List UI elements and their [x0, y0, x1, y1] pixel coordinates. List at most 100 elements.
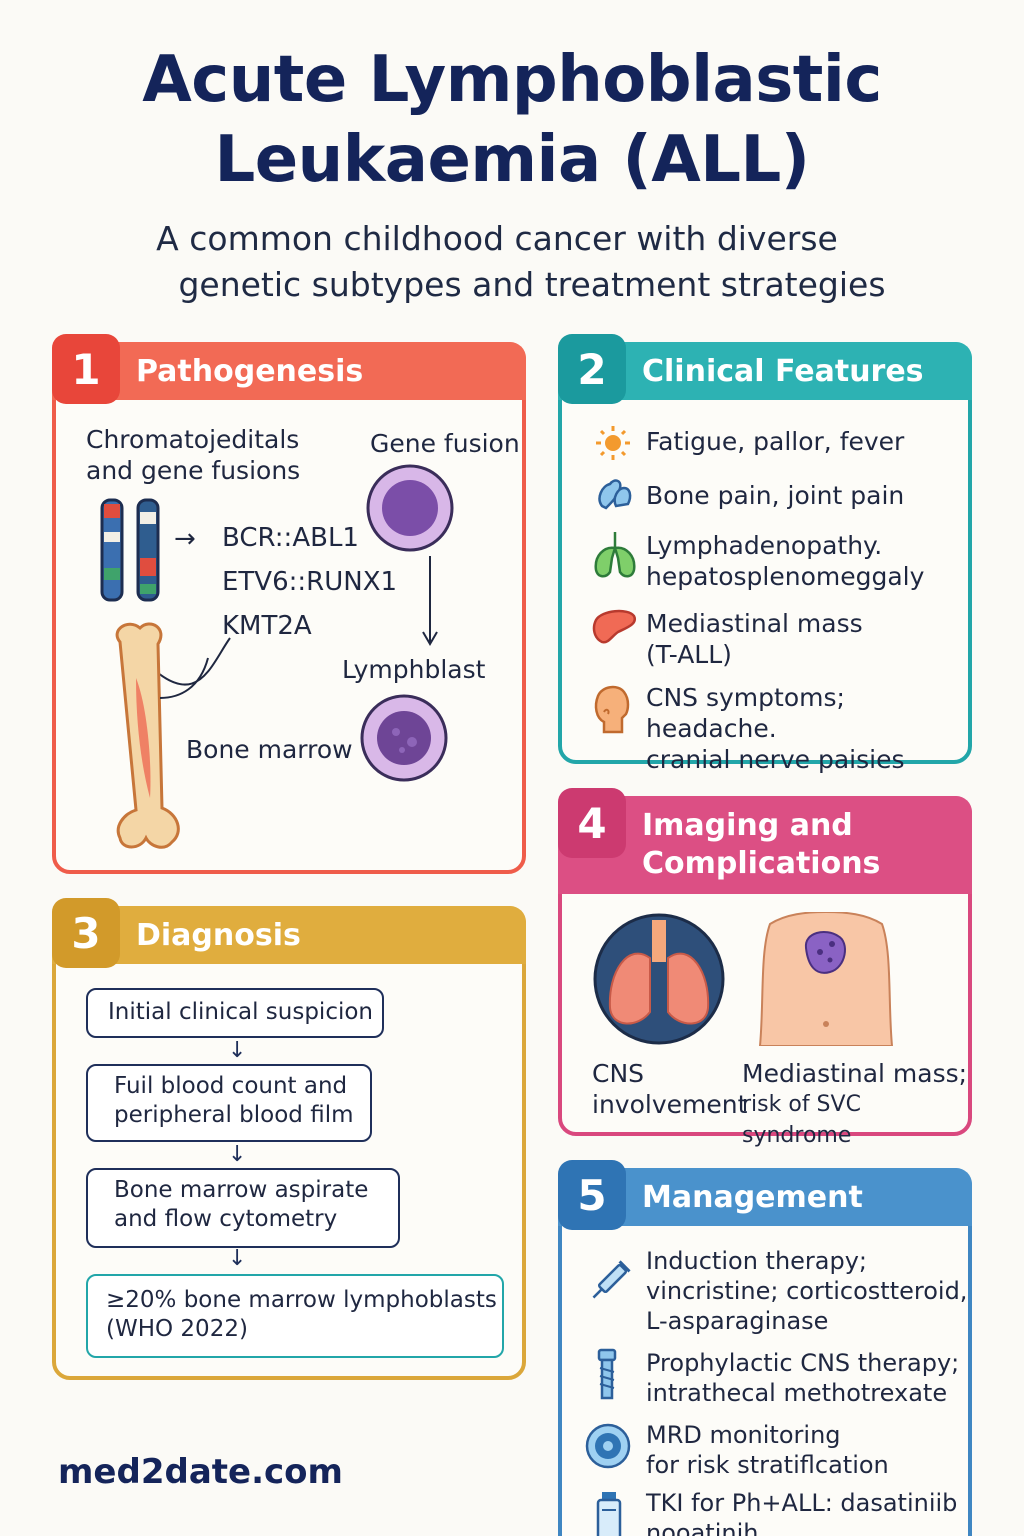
torso-icon: [758, 912, 894, 1046]
clinical-item-2: Bone pain, joint pain: [646, 480, 904, 511]
management-item-1-line-1: Induction therapy;: [646, 1247, 868, 1275]
sun-icon: [596, 426, 630, 460]
imaging-number: 4: [558, 788, 626, 858]
management-item-3-line-1: MRD monitoring: [646, 1421, 841, 1449]
pathogenesis-title: Pathogenesis: [136, 353, 364, 389]
page-title: Acute Lymphoblastic Leukaemia (ALL): [0, 40, 1024, 200]
bone-icon: [115, 622, 231, 849]
diagnosis-step-3-line-1: Bone marrow aspirate: [114, 1177, 369, 1203]
management-item-2-line-2: intrathecal methotrexate: [646, 1379, 948, 1407]
title-line-2: Leukaemia (ALL): [214, 123, 810, 197]
diagnosis-arrow-1: ↓: [228, 1038, 247, 1063]
management-number: 5: [558, 1160, 626, 1230]
lymph-node-icon: [594, 532, 636, 578]
management-item-2-line-1: Prophylactic CNS therapy;: [646, 1349, 960, 1377]
clinical-item-1-text: Fatigue, pallor, fever: [646, 427, 905, 456]
management-item-4-line-2: nooatinih: [646, 1519, 759, 1536]
management-title: Management: [642, 1179, 863, 1215]
diagnosis-step-2-line-1: Fuil blood count and: [114, 1073, 348, 1099]
imaging-right-line-2: risk of SVC syndrome: [742, 1092, 861, 1148]
fusion-item-2: ETV6::RUNX1: [222, 567, 398, 597]
fusion-arrow: →: [174, 524, 196, 554]
clinical-item-3-line-2: hepatosplenomeggaly: [646, 562, 925, 591]
clinical-item-4: Mediastinal mass (T-ALL): [646, 608, 863, 670]
fusion-list: BCR::ABL1 ETV6::RUNX1 KMT2A: [222, 516, 397, 648]
lymphoblast-label: Lymphblast: [342, 655, 486, 684]
diagnosis-step-4-line-2: (WHO 2022): [106, 1316, 248, 1342]
diagnosis-arrow-3: ↓: [228, 1246, 247, 1271]
clinical-item-5-line-2: cranial nerve paisies: [646, 745, 905, 774]
clinical-item-4-line-1: Mediastinal mass: [646, 609, 863, 638]
intro-line-1: Chromatojeditals: [86, 425, 300, 454]
pathogenesis-header: Pathogenesis: [52, 342, 526, 400]
title-line-1: Acute Lymphoblastic: [142, 43, 882, 117]
imaging-title-line-2: Complications: [642, 846, 881, 881]
diagnosis-step-3-line-2: and flow cytometry: [114, 1206, 338, 1232]
vial-icon: [596, 1492, 622, 1536]
pathogenesis-intro: Chromatojeditals and gene fusions: [86, 424, 300, 486]
clinical-header: Clinical Features: [558, 342, 972, 400]
management-item-3: MRD monitoring for risk stratiflcation: [646, 1420, 889, 1480]
diagnosis-step-3: Bone marrow aspirate and flow cytometry: [86, 1168, 400, 1248]
intro-line-2: and gene fusions: [86, 456, 301, 485]
syringe-icon: [592, 1260, 631, 1299]
lymphoblast-cell-icon: [360, 694, 448, 782]
management-item-1: Induction therapy; vincristine; corticos…: [646, 1246, 967, 1336]
bone-joint-icon: [598, 479, 632, 510]
clinical-title: Clinical Features: [642, 353, 924, 389]
management-header: Management: [558, 1168, 972, 1226]
pathogenesis-number: 1: [52, 334, 120, 404]
bone-marrow-label: Bone marrow: [186, 735, 353, 764]
gene-fusion-label: Gene fusion: [370, 429, 520, 458]
imaging-title-line-1: Imaging and: [642, 808, 853, 843]
diagnosis-step-1-text: Initial clinical suspicion: [108, 999, 374, 1025]
pathogenesis-panel: Pathogenesis 1 Chromatojeditals and gene…: [52, 334, 526, 874]
management-panel: Management 5 Induction therapy; vincrist…: [558, 1160, 972, 1536]
head-icon: [594, 685, 630, 734]
management-item-1-line-2: vincristine; corticostteroid,: [646, 1277, 968, 1305]
diagnosis-step-4-line-1: ≥20% bone marrow lymphoblasts: [106, 1287, 497, 1313]
clinical-item-1: Fatigue, pallor, fever: [646, 426, 904, 457]
diagnosis-step-1: Initial clinical suspicion: [86, 988, 384, 1038]
chromosomes-icon: [100, 498, 160, 602]
blast-cell-icon: [366, 464, 454, 552]
clinical-item-3-line-1: Lymphadenopathy.: [646, 531, 883, 560]
diagnosis-step-4: ≥20% bone marrow lymphoblasts (WHO 2022): [86, 1274, 504, 1358]
imaging-right-caption: Mediastinal mass; risk of SVC syndrome: [742, 1058, 968, 1151]
footer-site-name: med2date.com: [58, 1452, 343, 1492]
clinical-item-4-line-2: (T-ALL): [646, 640, 732, 669]
target-cell-icon: [585, 1423, 631, 1469]
diagnosis-number: 3: [52, 898, 120, 968]
screw-icon: [597, 1348, 617, 1400]
diagnosis-arrow-2: ↓: [228, 1142, 247, 1167]
page-subtitle: A common childhood cancer with diverse g…: [0, 216, 1024, 308]
management-item-2: Prophylactic CNS therapy; intrathecal me…: [646, 1348, 959, 1408]
imaging-header: Imaging and Complications: [558, 796, 972, 894]
diagnosis-title: Diagnosis: [136, 917, 301, 953]
clinical-panel: Clinical Features 2 Fatigue, pallor, fev…: [558, 334, 972, 774]
imaging-left-line-1: CNS: [592, 1059, 645, 1088]
diagnosis-panel: Diagnosis 3 Initial clinical suspicion ↓…: [52, 898, 526, 1380]
subtitle-line-2: genetic subtypes and treatment strategie…: [178, 265, 886, 304]
clinical-number: 2: [558, 334, 626, 404]
clinical-item-2-text: Bone pain, joint pain: [646, 481, 905, 510]
fusion-item-3: KMT2A: [222, 611, 312, 641]
fusion-item-1: BCR::ABL1: [222, 523, 359, 553]
clinical-item-3: Lymphadenopathy. hepatosplenomeggaly: [646, 530, 924, 592]
diagnosis-step-2: Fuil blood count and peripheral blood fi…: [86, 1064, 372, 1142]
liver-icon: [592, 609, 637, 644]
management-item-1-line-3: L-asparaginase: [646, 1307, 829, 1335]
clinical-item-5: CNS symptoms; headache. cranial nerve pa…: [646, 682, 968, 775]
down-arrow-icon: [422, 556, 438, 646]
subtitle-line-1: A common childhood cancer with diverse: [156, 219, 838, 258]
management-item-4-line-1: TKI for Ph+ALL: dasatiniib: [646, 1489, 958, 1517]
imaging-panel: Imaging and Complications 4 CNS involvem…: [558, 788, 972, 1148]
clinical-item-5-line-1: CNS symptoms; headache.: [646, 683, 845, 743]
imaging-left-line-2: involvement: [592, 1090, 748, 1119]
management-item-4: TKI for Ph+ALL: dasatiniib nooatinih: [646, 1488, 957, 1536]
management-item-3-line-2: for risk stratiflcation: [646, 1451, 889, 1479]
imaging-left-caption: CNS involvement: [592, 1058, 747, 1120]
lungs-icon: [593, 913, 725, 1045]
diagnosis-header: Diagnosis: [52, 906, 526, 964]
diagnosis-step-2-line-2: peripheral blood film: [114, 1102, 354, 1128]
